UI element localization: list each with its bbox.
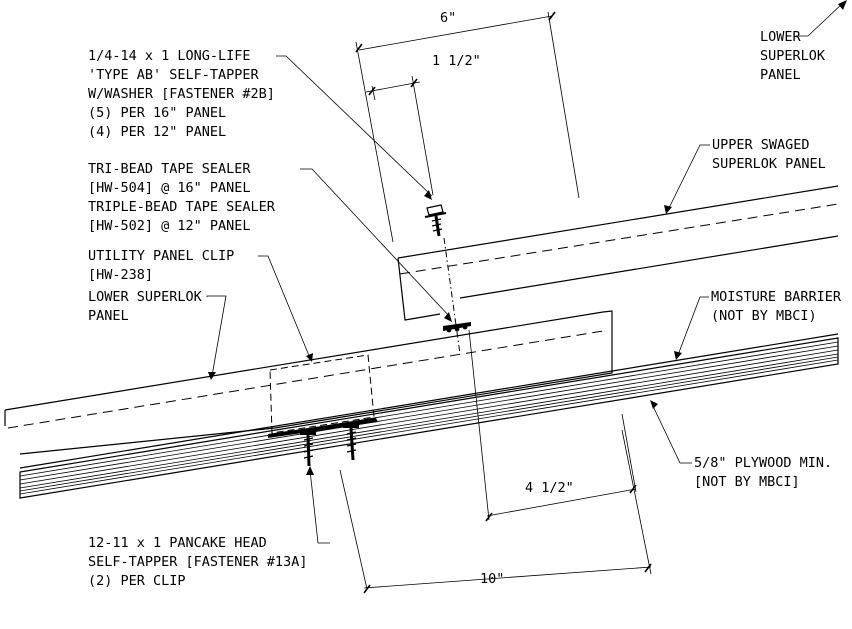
- lower-superlok-left-line-1: LOWER SUPERLOK: [88, 289, 203, 305]
- lower-superlok-panel: [4, 310, 613, 455]
- lower-superlok-left-line-2: PANEL: [88, 308, 129, 324]
- fastener-2b-line-1: 1/4-14 x 1 LONG-LIFE: [88, 48, 251, 64]
- label-lower-superlok-left: LOWER SUPERLOK PANEL: [88, 289, 203, 324]
- moisture-barrier-line-1: MOISTURE BARRIER: [711, 289, 842, 305]
- leader-fastener-2b: [276, 55, 433, 200]
- label-moisture-barrier: MOISTURE BARRIER (NOT BY MBCI): [711, 289, 842, 324]
- fastener-2b-line-4: (5) PER 16" PANEL: [88, 105, 226, 121]
- leader-tape-sealer: [300, 168, 452, 322]
- label-fastener-13a: 12-11 x 1 PANCAKE HEAD SELF-TAPPER [FAST…: [88, 535, 307, 589]
- dim-1-1-2-label: 1 1/2": [432, 53, 481, 69]
- leader-upper-swaged: [664, 144, 710, 214]
- fastener-13a-line-3: (2) PER CLIP: [88, 573, 186, 589]
- dim-6-label: 6": [440, 10, 456, 26]
- lower-superlok-top-line-2: SUPERLOK: [760, 48, 826, 64]
- dimension-6in: 6": [355, 10, 580, 243]
- plywood-line-1: 5/8" PLYWOOD MIN.: [694, 455, 832, 471]
- utility-clip-line-1: UTILITY PANEL CLIP: [88, 248, 234, 264]
- tape-sealer-line-4: [HW-502] @ 12" PANEL: [88, 218, 251, 234]
- fastener-2b-line-2: 'TYPE AB' SELF-TAPPER: [88, 67, 260, 83]
- label-plywood: 5/8" PLYWOOD MIN. [NOT BY MBCI]: [694, 455, 832, 490]
- fastener-13a-line-2: SELF-TAPPER [FASTENER #13A]: [88, 554, 307, 570]
- label-lower-superlok-top: LOWER SUPERLOK PANEL: [760, 29, 826, 83]
- dimension-1-1-2in: 1 1/2": [365, 53, 481, 196]
- tape-sealer-line-2: [HW-504] @ 16" PANEL: [88, 180, 251, 196]
- plywood-line-2: [NOT BY MBCI]: [694, 474, 800, 490]
- leader-fastener-13a: [306, 466, 330, 544]
- leader-lower-superlok-top: [796, 0, 847, 37]
- leader-lower-superlok-left: [206, 295, 227, 380]
- dimension-10in: 10": [339, 429, 652, 594]
- dimension-4-1-2in: 4 1/2": [468, 329, 637, 522]
- moisture-barrier-line-2: (NOT BY MBCI): [711, 308, 817, 324]
- upper-swaged-line-2: SUPERLOK PANEL: [712, 156, 826, 172]
- lower-superlok-top-line-1: LOWER: [760, 29, 802, 45]
- tape-sealer-line-1: TRI-BEAD TAPE SEALER: [88, 161, 251, 177]
- label-tape-sealer: TRI-BEAD TAPE SEALER [HW-504] @ 16" PANE…: [88, 161, 276, 234]
- upper-swaged-line-1: UPPER SWAGED: [712, 137, 810, 153]
- utility-clip-line-2: [HW-238]: [88, 267, 153, 283]
- label-utility-clip: UTILITY PANEL CLIP [HW-238]: [88, 248, 234, 283]
- label-upper-swaged: UPPER SWAGED SUPERLOK PANEL: [712, 137, 826, 172]
- tape-sealer-line-3: TRIPLE-BEAD TAPE SEALER: [88, 199, 276, 215]
- pancake-fastener-icon: [343, 423, 359, 461]
- fastener-13a-line-1: 12-11 x 1 PANCAKE HEAD: [88, 535, 267, 551]
- leader-plywood: [650, 400, 692, 464]
- leader-utility-clip: [258, 255, 313, 362]
- pancake-fastener-icon: [300, 430, 316, 467]
- fastener-2b-line-5: (4) PER 12" PANEL: [88, 124, 226, 140]
- label-fastener-2b: 1/4-14 x 1 LONG-LIFE 'TYPE AB' SELF-TAPP…: [88, 48, 275, 140]
- plywood-deck: [19, 337, 839, 499]
- fastener-2b-line-3: W/WASHER [FASTENER #2B]: [88, 86, 275, 102]
- dim-10-label: 10": [480, 571, 504, 587]
- moisture-barrier: [19, 333, 839, 469]
- tape-sealer-icon: [443, 322, 471, 333]
- lower-superlok-top-line-3: PANEL: [760, 67, 801, 83]
- dim-4-1-2-label: 4 1/2": [525, 480, 574, 496]
- self-tapper-screw-icon: [424, 204, 461, 355]
- upper-swaged-superlok-panel: [397, 185, 839, 321]
- leader-moisture-barrier: [674, 296, 709, 360]
